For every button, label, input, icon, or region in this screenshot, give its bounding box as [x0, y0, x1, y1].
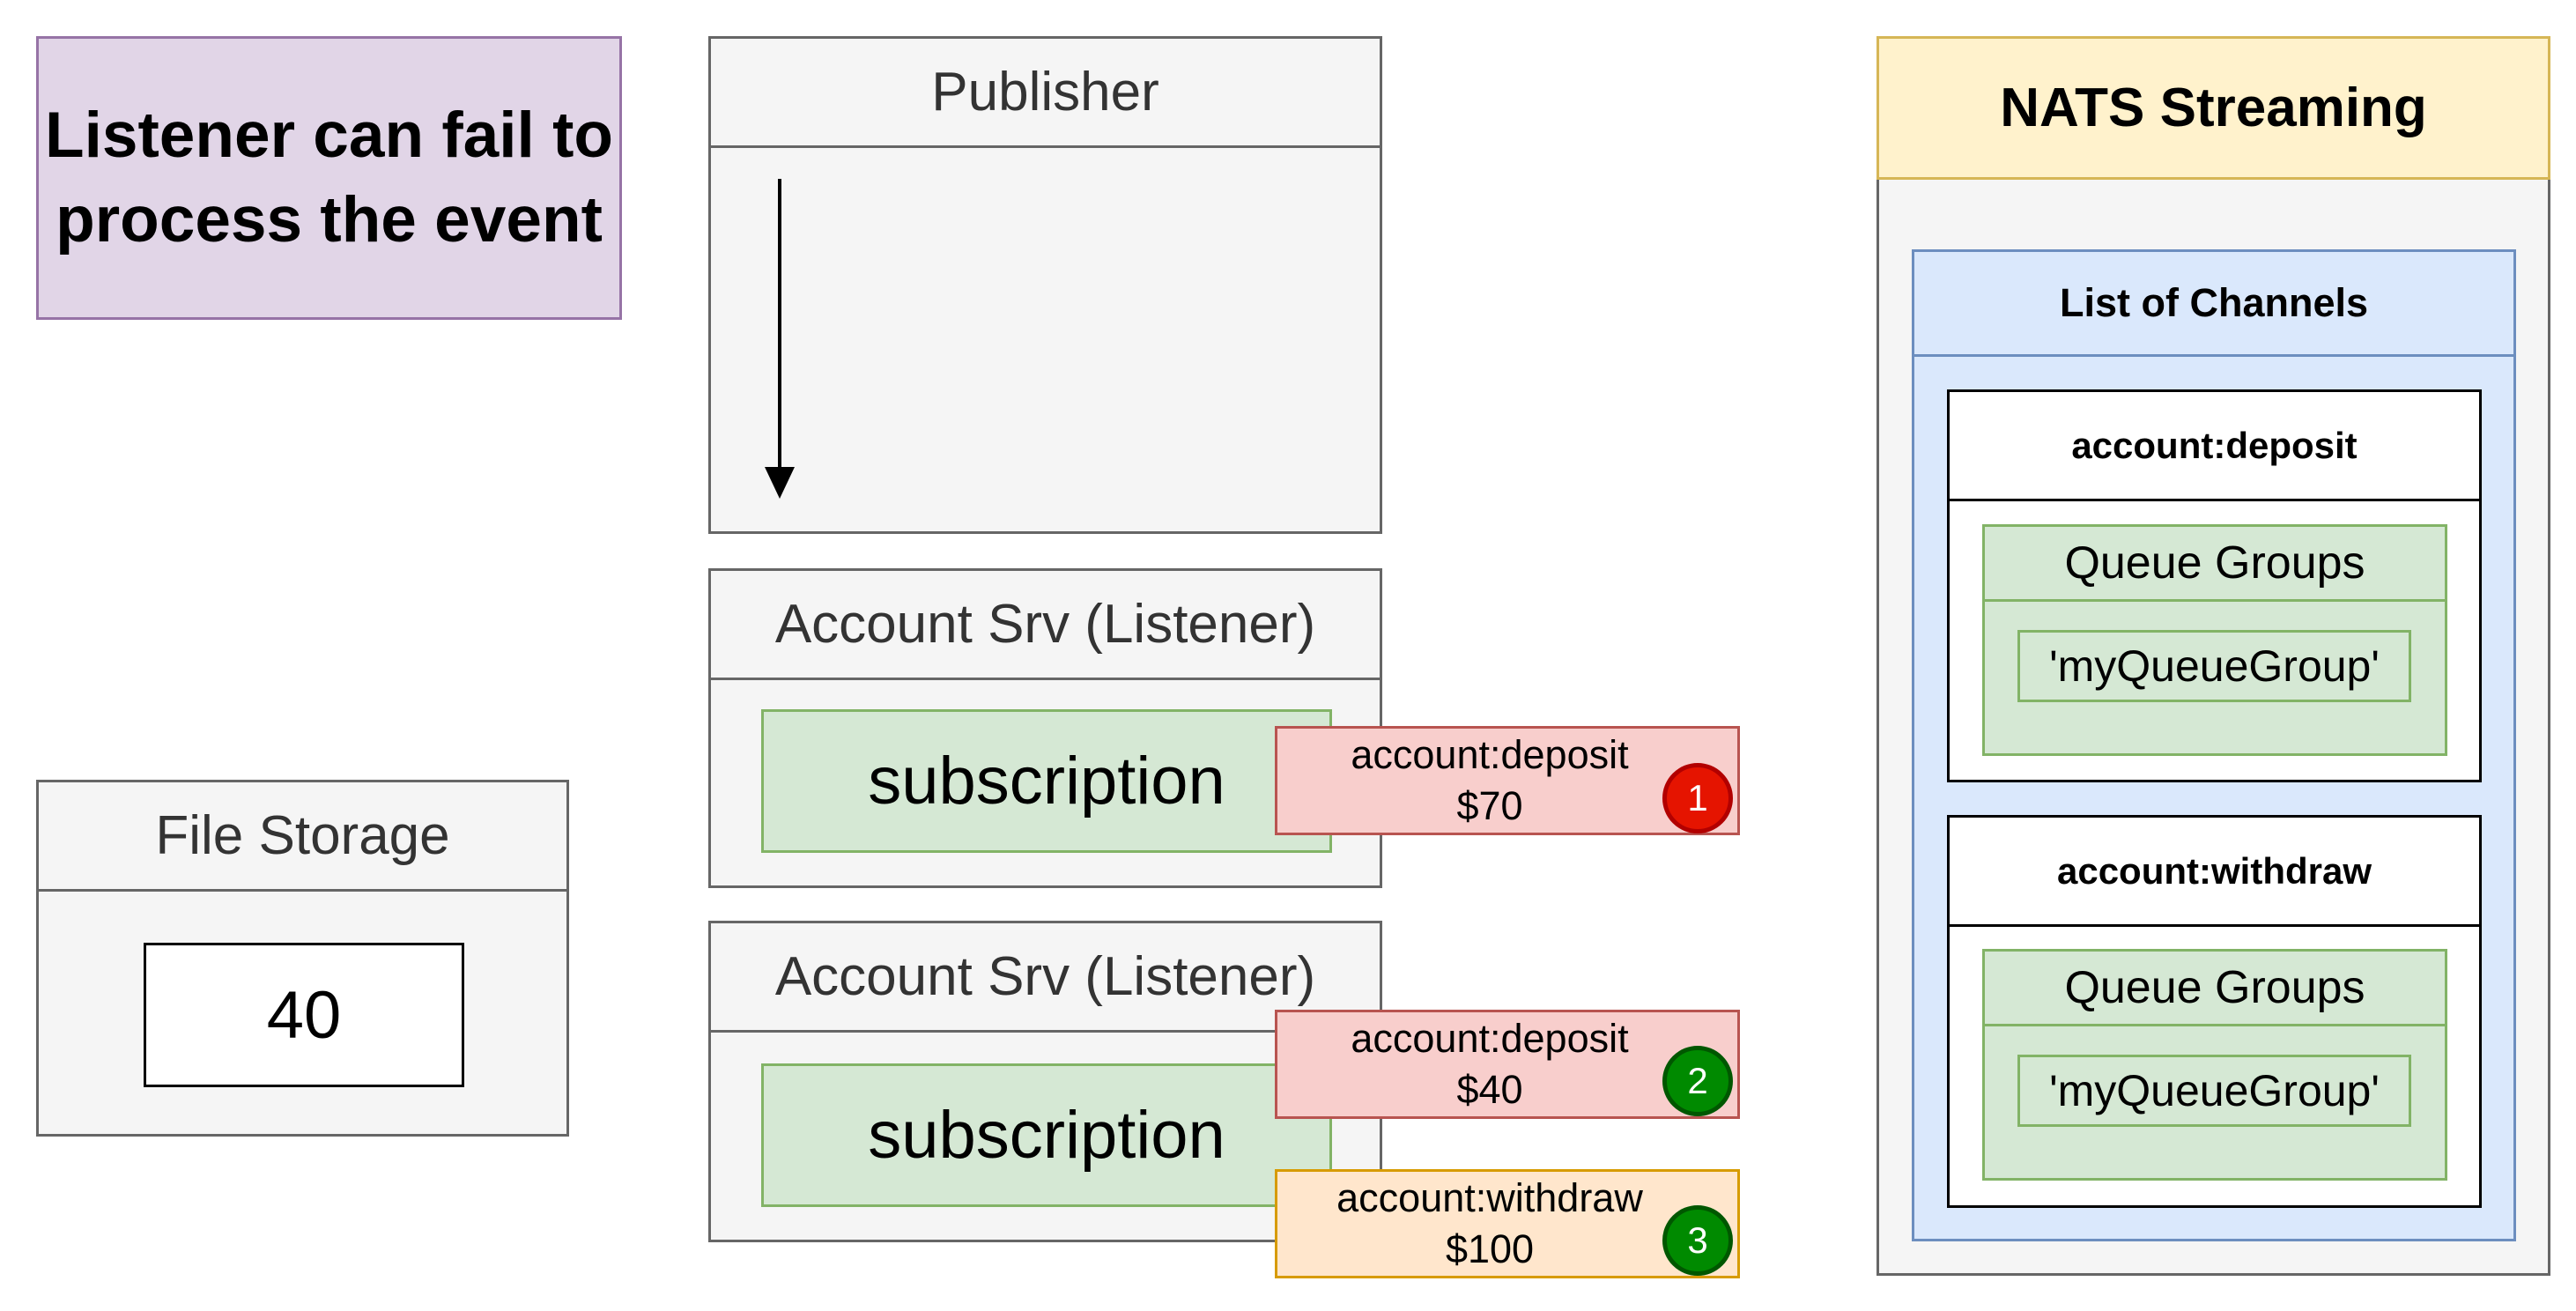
listener-header-2: Account Srv (Listener): [711, 923, 1380, 1033]
event-channel: account:deposit: [1351, 1016, 1629, 1061]
event-badge-1: 1: [1662, 763, 1733, 833]
publisher-header: Publisher: [711, 39, 1380, 148]
file-storage-panel: File Storage 40: [36, 780, 569, 1137]
title-callout: Listener can fail to process the event: [36, 36, 622, 320]
event-amount: $70: [1456, 783, 1523, 828]
title-text: Listener can fail to process the event: [45, 100, 613, 256]
nats-header: NATS Streaming: [1876, 36, 2550, 180]
publish-arrow-head: [765, 467, 795, 499]
event-channel: account:deposit: [1351, 732, 1629, 777]
event-badge-3: 3: [1662, 1205, 1733, 1276]
channel-name: account:deposit: [1950, 392, 2479, 501]
listener-header-1: Account Srv (Listener): [711, 571, 1380, 680]
event-badge-2: 2: [1662, 1046, 1733, 1116]
publisher-panel: Publisher: [708, 36, 1382, 534]
event-channel: account:withdraw: [1336, 1175, 1643, 1220]
event-amount: $100: [1445, 1226, 1535, 1271]
event-card-1: account:deposit $70: [1275, 726, 1740, 835]
queue-groups-label: Queue Groups: [1985, 527, 2445, 602]
channels-header: List of Channels: [1912, 249, 2516, 357]
queue-groups-label: Queue Groups: [1985, 952, 2445, 1026]
subscription-2: subscription: [761, 1063, 1332, 1207]
queue-group-item: 'myQueueGroup': [2017, 630, 2411, 702]
subscription-1: subscription: [761, 709, 1332, 853]
file-storage-header: File Storage: [39, 782, 566, 892]
event-card-2: account:deposit $40: [1275, 1010, 1740, 1119]
event-card-3: account:withdraw $100: [1275, 1169, 1740, 1278]
event-amount: $40: [1456, 1067, 1523, 1112]
queue-group-item: 'myQueueGroup': [2017, 1055, 2411, 1127]
channel-name: account:withdraw: [1950, 818, 2479, 927]
file-storage-value: 40: [144, 943, 464, 1087]
